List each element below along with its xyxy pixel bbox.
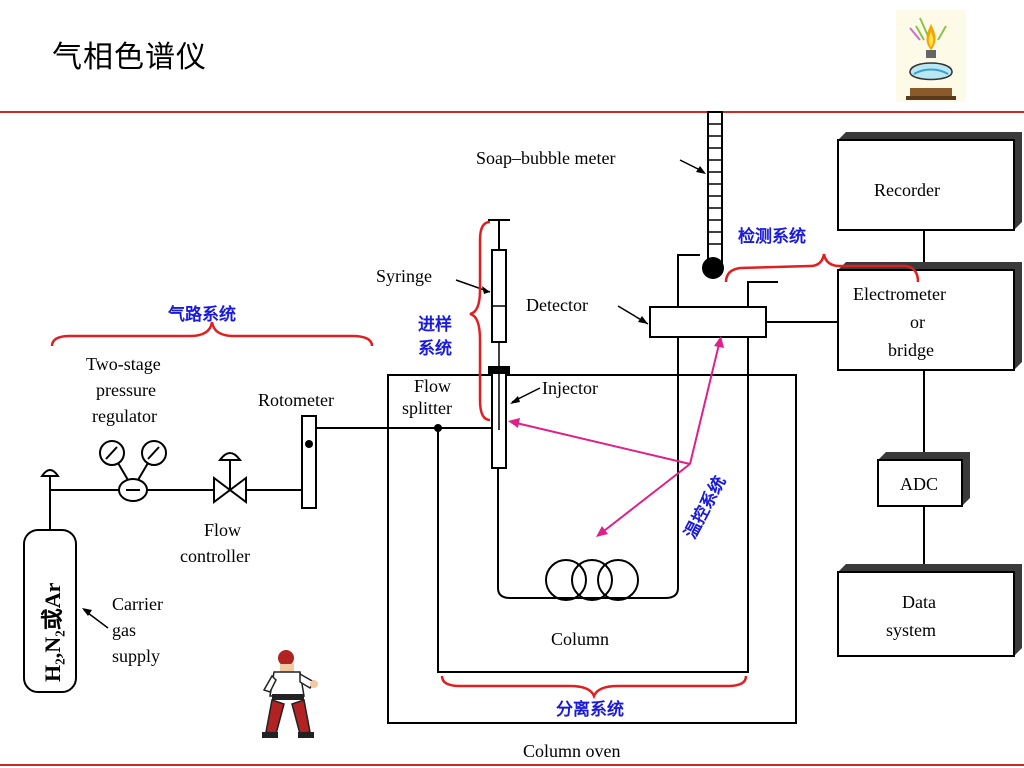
injector-label: Injector (542, 378, 598, 398)
carrier-label-3: supply (112, 646, 160, 666)
soap-bubble-meter (707, 111, 723, 263)
detector-label: Detector (526, 295, 588, 315)
carrier-label-1: Carrier (112, 594, 163, 614)
fighter-character-icon (262, 650, 318, 738)
adc-box: ADC (877, 452, 970, 507)
slide-title: 气相色谱仪 (52, 40, 207, 75)
split-line (437, 281, 778, 673)
column-oven-box (387, 374, 797, 724)
regulator-label-2: pressure (96, 380, 156, 400)
electrometer-label-1: Electrometer (853, 284, 946, 304)
flow-splitter-label-2: splitter (402, 398, 452, 418)
detection-brace (724, 253, 920, 283)
rotometer-label: Rotometer (258, 390, 334, 410)
data-system-label-1: Data (902, 592, 936, 612)
injection-label-1: 进样 (418, 314, 452, 335)
soap-bubble-label: Soap–bubble meter (476, 148, 615, 168)
recorder-label: Recorder (874, 180, 940, 200)
header-rule (0, 111, 1024, 113)
separation-brace (440, 675, 748, 700)
separation-label: 分离系统 (556, 699, 624, 720)
carrier-label-2: gas (112, 620, 136, 640)
flow-splitter-label-1: Flow (414, 376, 451, 396)
detector-block (649, 306, 767, 338)
column-label: Column (551, 629, 609, 649)
recorder-box: Recorder (837, 132, 1022, 231)
data-system-box: Data system (837, 564, 1022, 657)
rotometer-tube (301, 415, 317, 509)
bubble-bulb (702, 257, 724, 279)
footer-rule (0, 764, 1024, 766)
gas-path-brace (50, 321, 374, 347)
electrometer-box: Electrometer or bridge (837, 262, 1022, 371)
detection-label: 检测系统 (738, 226, 806, 247)
column-oven-label: Column oven (523, 741, 621, 761)
regulator-label-1: Two-stage (86, 354, 161, 374)
electrometer-label-2: or (910, 312, 925, 332)
adc-label: ADC (900, 474, 938, 494)
electrometer-label-3: bridge (888, 340, 934, 360)
temperature-control-arrows (508, 336, 724, 537)
flow-controller-label-2: controller (180, 546, 250, 566)
syringe-barrel (491, 249, 507, 343)
gas-path-label: 气路系统 (167, 304, 236, 325)
syringe-label: Syringe (376, 266, 432, 286)
injection-label-2: 系统 (418, 338, 452, 359)
gas-cylinder (23, 529, 77, 693)
injection-brace (469, 220, 491, 422)
column-tube (497, 254, 700, 599)
alcohol-lamp-icon (896, 10, 966, 102)
column-coil (545, 559, 639, 601)
flow-controller-label-1: Flow (204, 520, 241, 540)
cylinder-gas-label: H₂,N₂或Ar (40, 582, 65, 682)
regulator-label-3: regulator (92, 406, 157, 426)
data-system-label-2: system (886, 620, 936, 640)
meter-ticks (708, 123, 722, 245)
